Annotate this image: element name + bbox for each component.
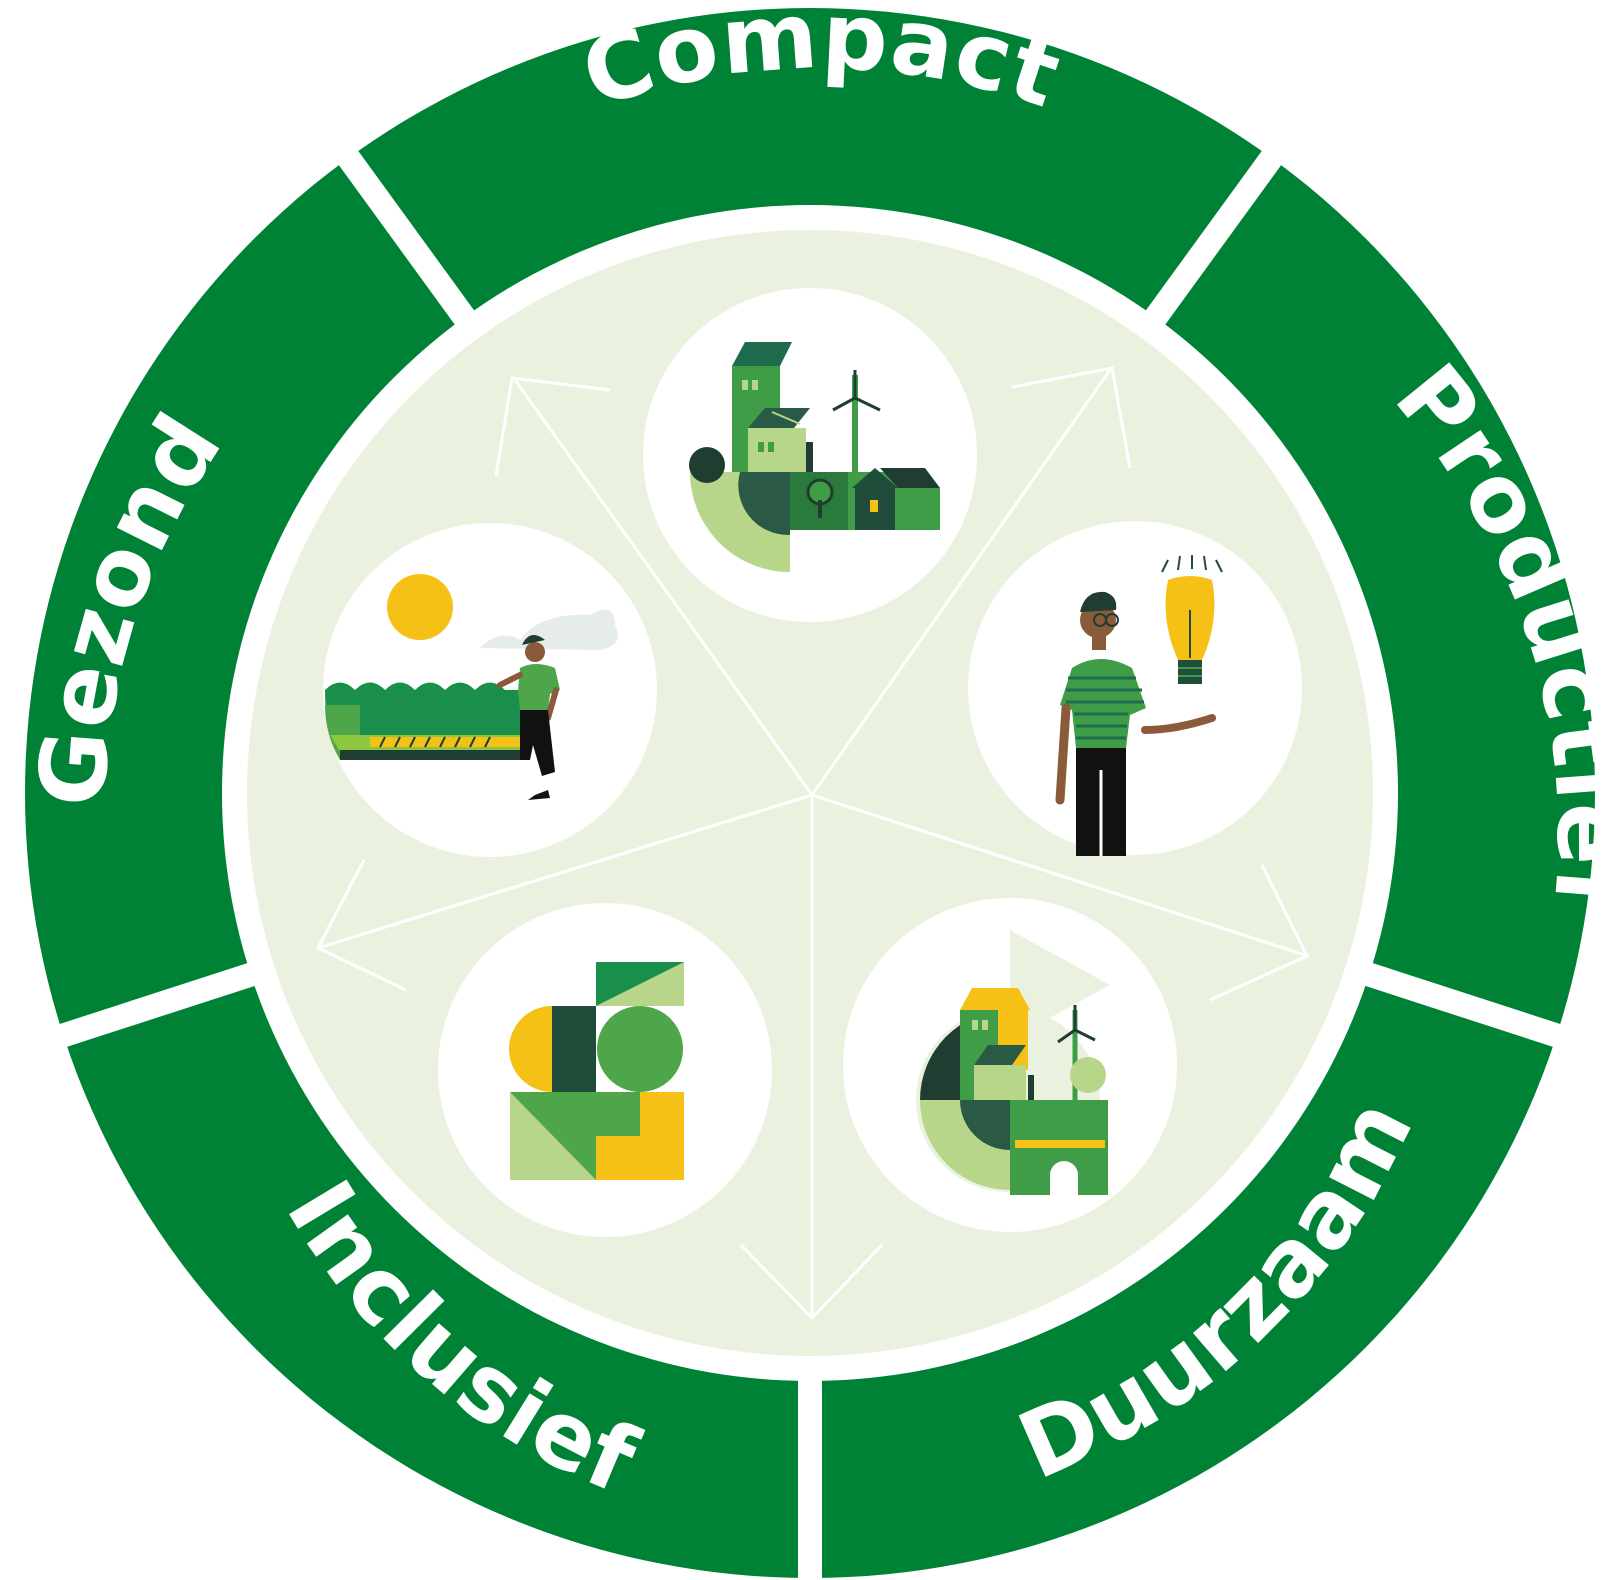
sustainable-city-icon xyxy=(916,930,1110,1195)
arrow-line xyxy=(810,369,1112,796)
outer-ring xyxy=(0,8,1613,1580)
inclusive-shapes-icon xyxy=(509,962,684,1180)
arrowhead xyxy=(494,376,611,477)
arrowhead xyxy=(315,859,407,992)
healthy-landscape-icon xyxy=(325,574,618,800)
arrow-line xyxy=(317,793,813,950)
compact-city-icon xyxy=(689,342,940,572)
arrowhead xyxy=(1011,366,1132,469)
arrow-line xyxy=(513,379,814,796)
central-arrows xyxy=(315,366,1310,1321)
arrowhead xyxy=(1209,864,1310,1002)
arrowhead xyxy=(739,1243,884,1321)
lightbulb-person-icon xyxy=(1055,555,1223,856)
arrow-line xyxy=(811,793,1306,957)
